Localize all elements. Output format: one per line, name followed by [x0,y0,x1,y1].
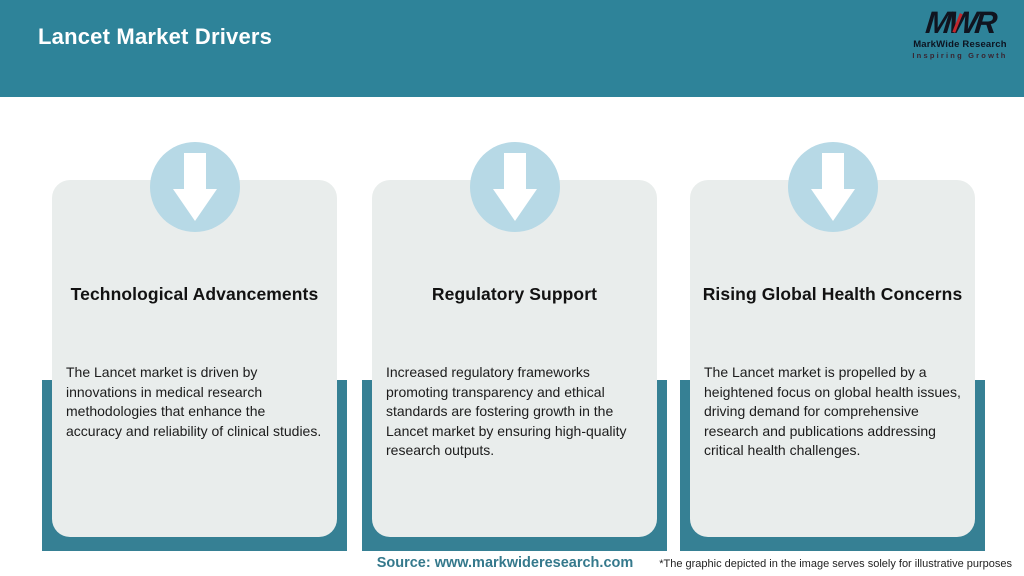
footer-disclaimer: *The graphic depicted in the image serve… [659,558,1012,570]
brand-logo: MWR MarkWide Research Inspiring Growth [912,5,1008,60]
down-arrow-icon [172,153,217,221]
card-title: Rising Global Health Concerns [702,284,963,304]
card-panel: Regulatory Support Increased regulatory … [372,180,657,537]
down-arrow-badge [469,142,560,232]
driver-card-technological-advancements: Technological Advancements The Lancet ma… [42,142,347,552]
card-panel: Rising Global Health Concerns The Lancet… [690,180,975,537]
down-arrow-icon [810,153,855,221]
driver-card-rising-global-health-concerns: Rising Global Health Concerns The Lancet… [680,142,985,552]
down-arrow-icon [492,153,537,221]
page-title: Lancet Market Drivers [38,24,273,49]
card-title: Technological Advancements [70,284,319,304]
card-body: The Lancet market is driven by innovatio… [66,364,322,439]
card-body: The Lancet market is propelled by a heig… [704,364,961,458]
logo-company-name: MarkWide Research [913,39,1007,50]
card-panel: Technological Advancements The Lancet ma… [52,180,337,537]
down-arrow-badge [787,142,878,232]
header: Lancet Market Drivers MWR MarkWide Resea… [0,0,1024,97]
driver-card-regulatory-support: Regulatory Support Increased regulatory … [362,142,667,552]
down-arrow-badge [149,142,240,232]
logo-tagline: Inspiring Growth [912,51,1008,60]
card-title: Regulatory Support [431,284,598,304]
footer-source: Source: www.markwideresearch.com [376,555,634,571]
card-body: Increased regulatory frameworks promotin… [386,364,627,458]
